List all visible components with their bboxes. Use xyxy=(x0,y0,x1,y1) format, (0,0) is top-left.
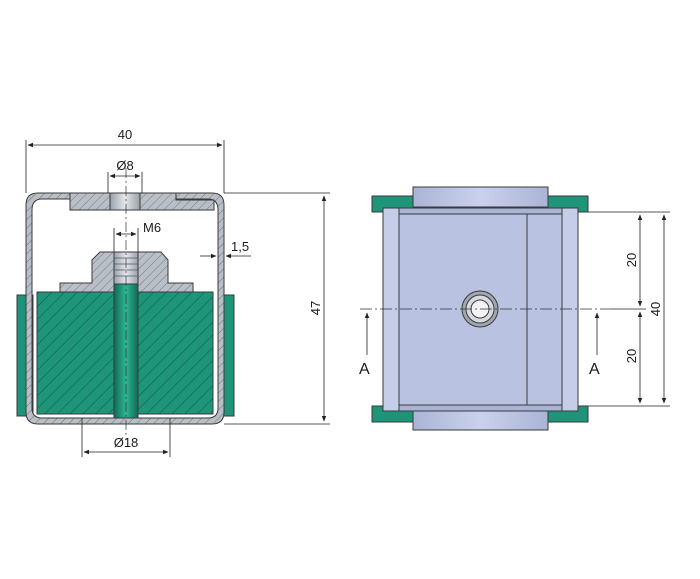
bottom-plate xyxy=(412,409,549,431)
dim-total: 40 xyxy=(648,214,667,404)
dim-wall-text: 1,5 xyxy=(231,239,249,254)
dim-top-bore: Ø8 xyxy=(107,158,143,193)
section-label-left: A xyxy=(359,361,370,378)
top-washer xyxy=(69,192,215,211)
section-label-right: A xyxy=(589,361,600,378)
housing-side-left xyxy=(382,207,400,412)
dim-half-lower-text: 20 xyxy=(624,349,639,363)
dim-thread: M6 xyxy=(113,220,161,252)
dim-half-lower: 20 xyxy=(624,311,643,404)
housing-section xyxy=(25,192,225,425)
dim-height: 47 xyxy=(224,192,330,425)
dim-half-upper-text: 20 xyxy=(624,253,639,267)
housing-side-right xyxy=(561,207,579,412)
top-view: A A 20 20 40 xyxy=(359,186,670,431)
dim-half-upper: 20 xyxy=(624,214,643,307)
dim-width-text: 40 xyxy=(118,127,132,142)
dim-total-text: 40 xyxy=(648,302,663,316)
dim-top-bore-text: Ø8 xyxy=(116,158,133,173)
dim-width: 40 xyxy=(25,127,225,193)
dim-bottom-bore: Ø18 xyxy=(81,418,171,457)
section-view: 40 Ø8 M6 1,5 47 xyxy=(16,127,330,457)
dim-bottom-bore-text: Ø18 xyxy=(114,435,139,450)
dim-wall: 1,5 xyxy=(200,239,251,259)
top-plate xyxy=(412,186,549,208)
top-bore xyxy=(109,192,141,211)
dim-thread-text: M6 xyxy=(143,220,161,235)
dim-height-text: 47 xyxy=(308,301,323,315)
